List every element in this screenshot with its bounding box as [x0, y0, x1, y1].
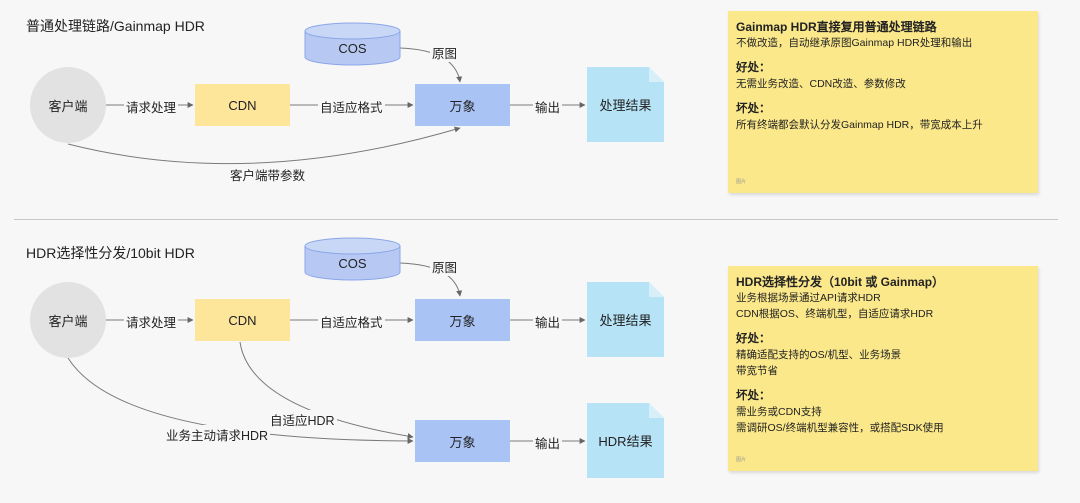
- client-node: 客户端: [30, 67, 106, 143]
- wanxiang-node-2: 万象: [415, 299, 510, 341]
- request-label-2: 请求处理: [124, 312, 179, 331]
- cos-cylinder-icon: [304, 22, 401, 66]
- note1-heading: Gainmap HDR直接复用普通处理链路: [736, 20, 937, 34]
- wanxiang-node: 万象: [415, 84, 510, 126]
- note2-tag: 图片: [736, 457, 747, 463]
- cos-label-2: COS: [338, 255, 367, 271]
- note2-cons-title: 坏处：: [736, 390, 771, 402]
- note1-cons-title: 坏处：: [736, 103, 771, 115]
- result-doc: 处理结果: [587, 67, 664, 142]
- client-params-label: 客户端带参数: [228, 165, 308, 184]
- adaptive-format-label-2: 自适应格式: [318, 312, 385, 331]
- cdn-node-2: CDN: [195, 299, 290, 341]
- edge-cdn-adaptive-hdr: [239, 341, 414, 440]
- note2-cons2: 需调研OS/终端机型兼容性，或搭配SDK使用: [736, 422, 944, 434]
- note2-cons1: 需业务或CDN支持: [736, 406, 822, 418]
- output-label-2: 输出: [533, 312, 563, 331]
- output-label: 输出: [533, 97, 563, 116]
- note2-pros1: 精确适配支持的OS/机型、业务场景: [736, 349, 902, 361]
- note1-line1: 不做改造，自动继承原图Gainmap HDR处理和输出: [736, 37, 973, 49]
- cos-cylinder-icon-2: [304, 237, 401, 281]
- note2-pros2: 带宽节省: [736, 365, 778, 377]
- result-doc-2: 处理结果: [587, 282, 664, 357]
- result-label: 处理结果: [599, 98, 652, 113]
- note1-pros-title: 好处：: [736, 62, 771, 74]
- cos-node: COS: [304, 22, 401, 66]
- client-node-2: 客户端: [30, 282, 106, 358]
- adaptive-hdr-label: 自适应HDR: [268, 410, 337, 429]
- note1-pros1: 无需业务改造、CDN改造、参数修改: [736, 78, 906, 90]
- active-hdr-label: 业务主动请求HDR: [164, 425, 271, 444]
- note-section2: HDR选择性分发（10bit 或 Gainmap） 业务根据场景通过API请求H…: [728, 266, 1038, 471]
- hdr-result-label: HDR结果: [598, 434, 653, 449]
- hdr-result-doc: HDR结果: [587, 403, 664, 478]
- note1-cons1: 所有终端都会默认分发Gainmap HDR，带宽成本上升: [736, 119, 983, 131]
- cos-node-2: COS: [304, 237, 401, 281]
- note2-line2: CDN根据OS、终端机型，自适应请求HDR: [736, 308, 934, 320]
- edge-client-params-1: [67, 126, 461, 165]
- document-icon-2: [587, 282, 664, 357]
- cdn-node: CDN: [195, 84, 290, 126]
- section-divider: [14, 219, 1058, 220]
- wanxiang-node-3: 万象: [415, 420, 510, 462]
- section1-title: 普通处理链路/Gainmap HDR: [26, 18, 205, 34]
- edge-client-active-hdr: [67, 357, 414, 444]
- note2-line1: 业务根据场景通过API请求HDR: [736, 292, 881, 304]
- adaptive-format-label: 自适应格式: [318, 97, 385, 116]
- section2-title: HDR选择性分发/10bit HDR: [26, 245, 195, 261]
- note-section1: Gainmap HDR直接复用普通处理链路 不做改造，自动继承原图Gainmap…: [728, 11, 1038, 193]
- output-label-3: 输出: [533, 433, 563, 452]
- document-icon: [587, 67, 664, 142]
- note2-heading: HDR选择性分发（10bit 或 Gainmap）: [736, 275, 945, 289]
- note2-pros-title: 好处：: [736, 333, 771, 345]
- result-label-2: 处理结果: [599, 313, 652, 328]
- cos-label: COS: [338, 40, 367, 56]
- original-label: 原图: [430, 43, 460, 62]
- document-icon-3: [587, 403, 664, 478]
- request-label: 请求处理: [124, 97, 179, 116]
- note1-tag: 图片: [736, 179, 747, 185]
- original-label-2: 原图: [430, 257, 460, 276]
